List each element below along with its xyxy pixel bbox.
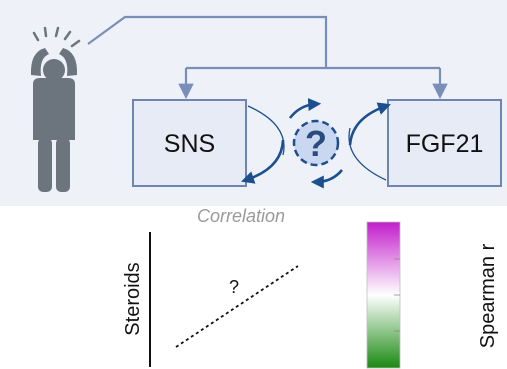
stressed-person-icon: [30, 26, 81, 192]
cycle-arrow-bottom: [310, 169, 343, 189]
fgf21-box: FGF21: [387, 99, 502, 187]
correlation-dashed-trend: [175, 265, 299, 348]
interaction-cycle-arrows: [241, 98, 391, 189]
question-circle-icon: ?: [292, 119, 340, 167]
correlation-question-mark: ?: [229, 277, 239, 297]
signal-connectors: [87, 15, 448, 100]
person-to-hub-line: [87, 15, 328, 68]
cycle-arrow-top: [288, 98, 322, 119]
correlation-title: Correlation: [197, 206, 285, 226]
cycle-arrow-right: [348, 102, 391, 146]
cycle-thin-right-bottom: [348, 127, 387, 181]
sns-box: SNS: [132, 99, 247, 187]
cycle-arrow-left: [241, 139, 285, 184]
colorbar-ticks: [394, 258, 400, 332]
sns-label: SNS: [164, 130, 215, 158]
spearman-colorbar: [366, 221, 401, 369]
central-question-mark: ?: [305, 123, 327, 164]
spearman-label: Spearman r: [477, 243, 499, 348]
cycle-thin-left-top: [247, 105, 285, 156]
fgf21-label: FGF21: [406, 130, 484, 158]
steroids-axis-label: Steroids: [122, 262, 144, 335]
